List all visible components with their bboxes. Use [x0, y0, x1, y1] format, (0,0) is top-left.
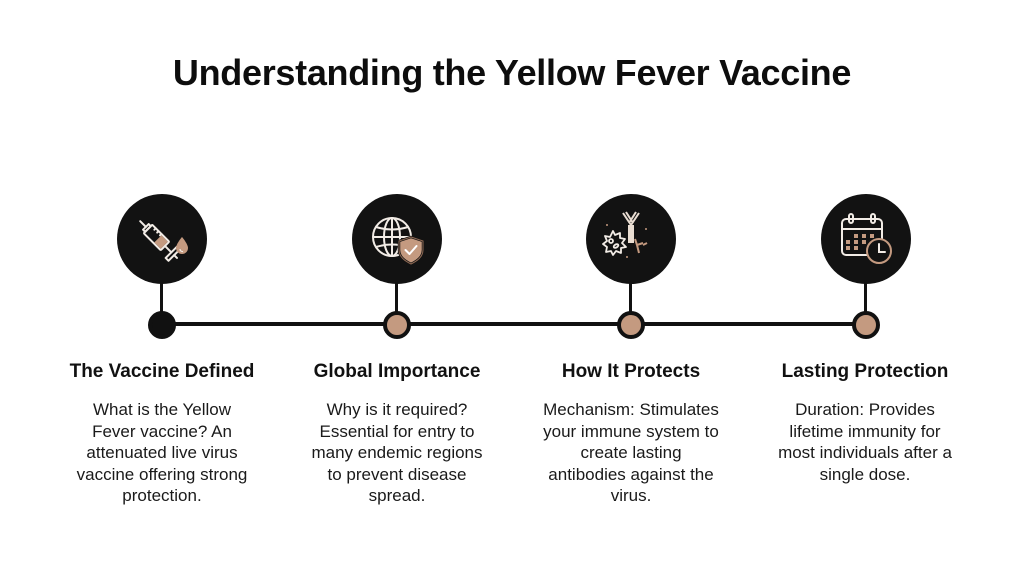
timeline-stem	[629, 282, 632, 316]
step-title: How It Protects	[561, 361, 701, 382]
globe-shield-icon	[352, 194, 442, 284]
syringe-icon	[117, 194, 207, 284]
timeline-step-vaccine-defined: The Vaccine Defined What is the Yellow F…	[47, 0, 277, 572]
calendar-clock-icon	[821, 194, 911, 284]
step-description: Mechanism: Stimulates your immune system…	[543, 400, 719, 505]
timeline-node	[148, 311, 176, 339]
step-title: Lasting Protection	[781, 361, 949, 382]
timeline-node	[852, 311, 880, 339]
timeline-step-global-importance: Global Importance Why is it required? Es…	[282, 0, 512, 572]
page-title: Understanding the Yellow Fever Vaccine	[172, 52, 852, 93]
step-description: Duration: Provides lifetime immunity for…	[778, 400, 952, 484]
step-description: What is the Yellow Fever vaccine? An att…	[76, 400, 248, 505]
step-title: The Vaccine Defined	[69, 361, 255, 382]
antibody-virus-icon	[586, 194, 676, 284]
step-title: Global Importance	[313, 361, 481, 382]
timeline-line	[161, 322, 865, 326]
step-description: Why is it required? Essential for entry …	[311, 400, 483, 505]
timeline-stem	[395, 282, 398, 316]
timeline-node	[617, 311, 645, 339]
timeline-step-lasting-protection: Lasting Protection Duration: Provides li…	[750, 0, 980, 572]
timeline-stem	[160, 282, 163, 316]
timeline-node	[383, 311, 411, 339]
timeline-step-how-it-protects: How It Protects Mechanism: Stimulates yo…	[516, 0, 746, 572]
timeline-stem	[864, 282, 867, 316]
